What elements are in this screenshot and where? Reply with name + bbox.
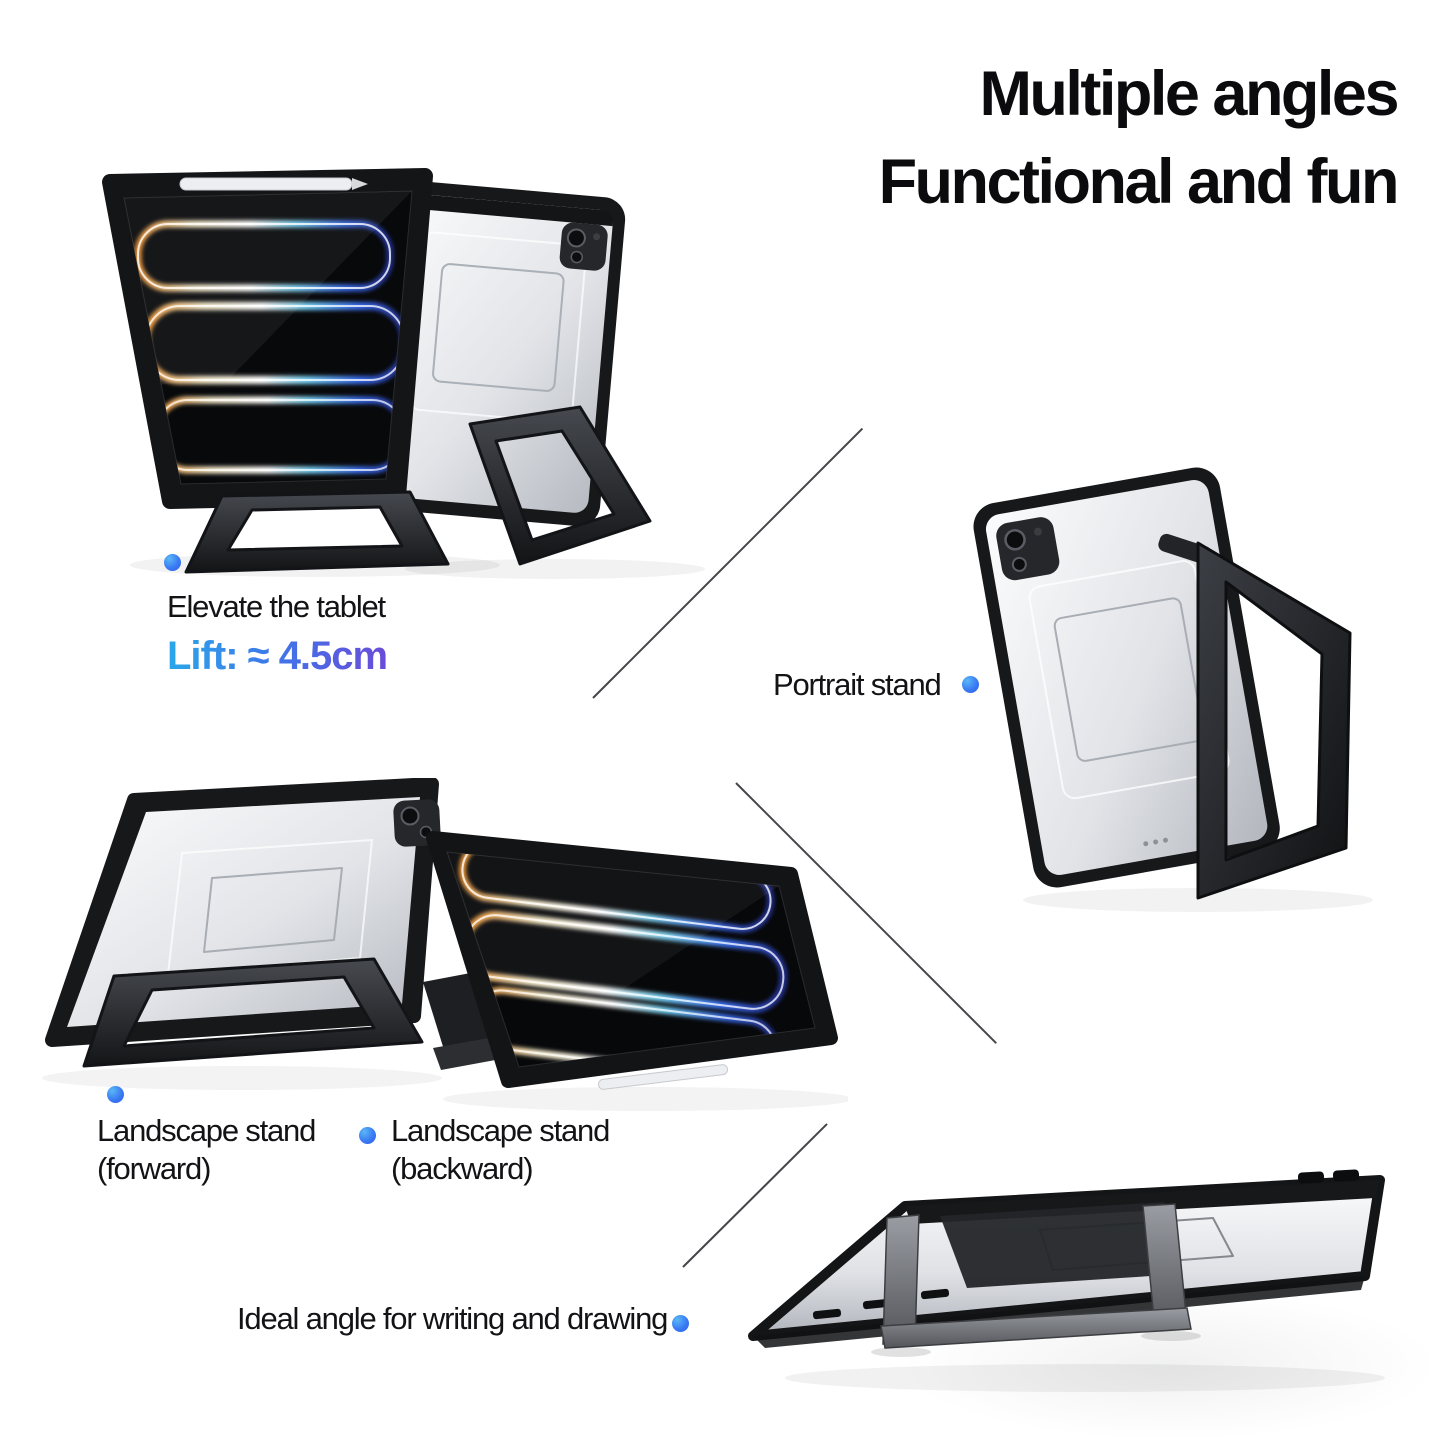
bullet-dot-icon — [107, 1086, 124, 1103]
elevate-label: Elevate the tablet — [167, 589, 386, 624]
page-title: Multiple angles Functional and fun — [878, 50, 1400, 226]
title-line-2: Functional and fun — [878, 147, 1400, 217]
bullet-dot-icon — [359, 1127, 376, 1144]
product-photo-writing-angle — [748, 1169, 1385, 1392]
bullet-dot-icon — [672, 1315, 689, 1332]
product-photo-elevated-pair — [102, 168, 705, 579]
title-line-1: Multiple angles — [979, 59, 1399, 129]
landscape-forward-sublabel: (forward) — [97, 1151, 211, 1186]
product-photo-landscape-backward — [423, 831, 848, 1111]
landscape-backward-label: Landscape stand — [391, 1113, 610, 1148]
product-photo-portrait-stand — [973, 467, 1373, 912]
lift-value: Lift: ≈ 4.5cm — [167, 634, 388, 678]
landscape-forward-caption: Landscape stand (forward) — [97, 1112, 316, 1188]
product-photo-landscape-forward — [42, 778, 442, 1090]
landscape-backward-sublabel: (backward) — [391, 1151, 534, 1186]
elevate-caption: Elevate the tablet Lift: ≈ 4.5cm — [167, 588, 388, 679]
landscape-backward-caption: Landscape stand (backward) — [391, 1112, 610, 1188]
landscape-forward-label: Landscape stand — [97, 1113, 316, 1148]
writing-label: Ideal angle for writing and drawing — [237, 1301, 668, 1336]
bullet-dot-icon — [164, 554, 181, 571]
portrait-label: Portrait stand — [773, 667, 942, 702]
bullet-dot-icon — [962, 676, 979, 693]
